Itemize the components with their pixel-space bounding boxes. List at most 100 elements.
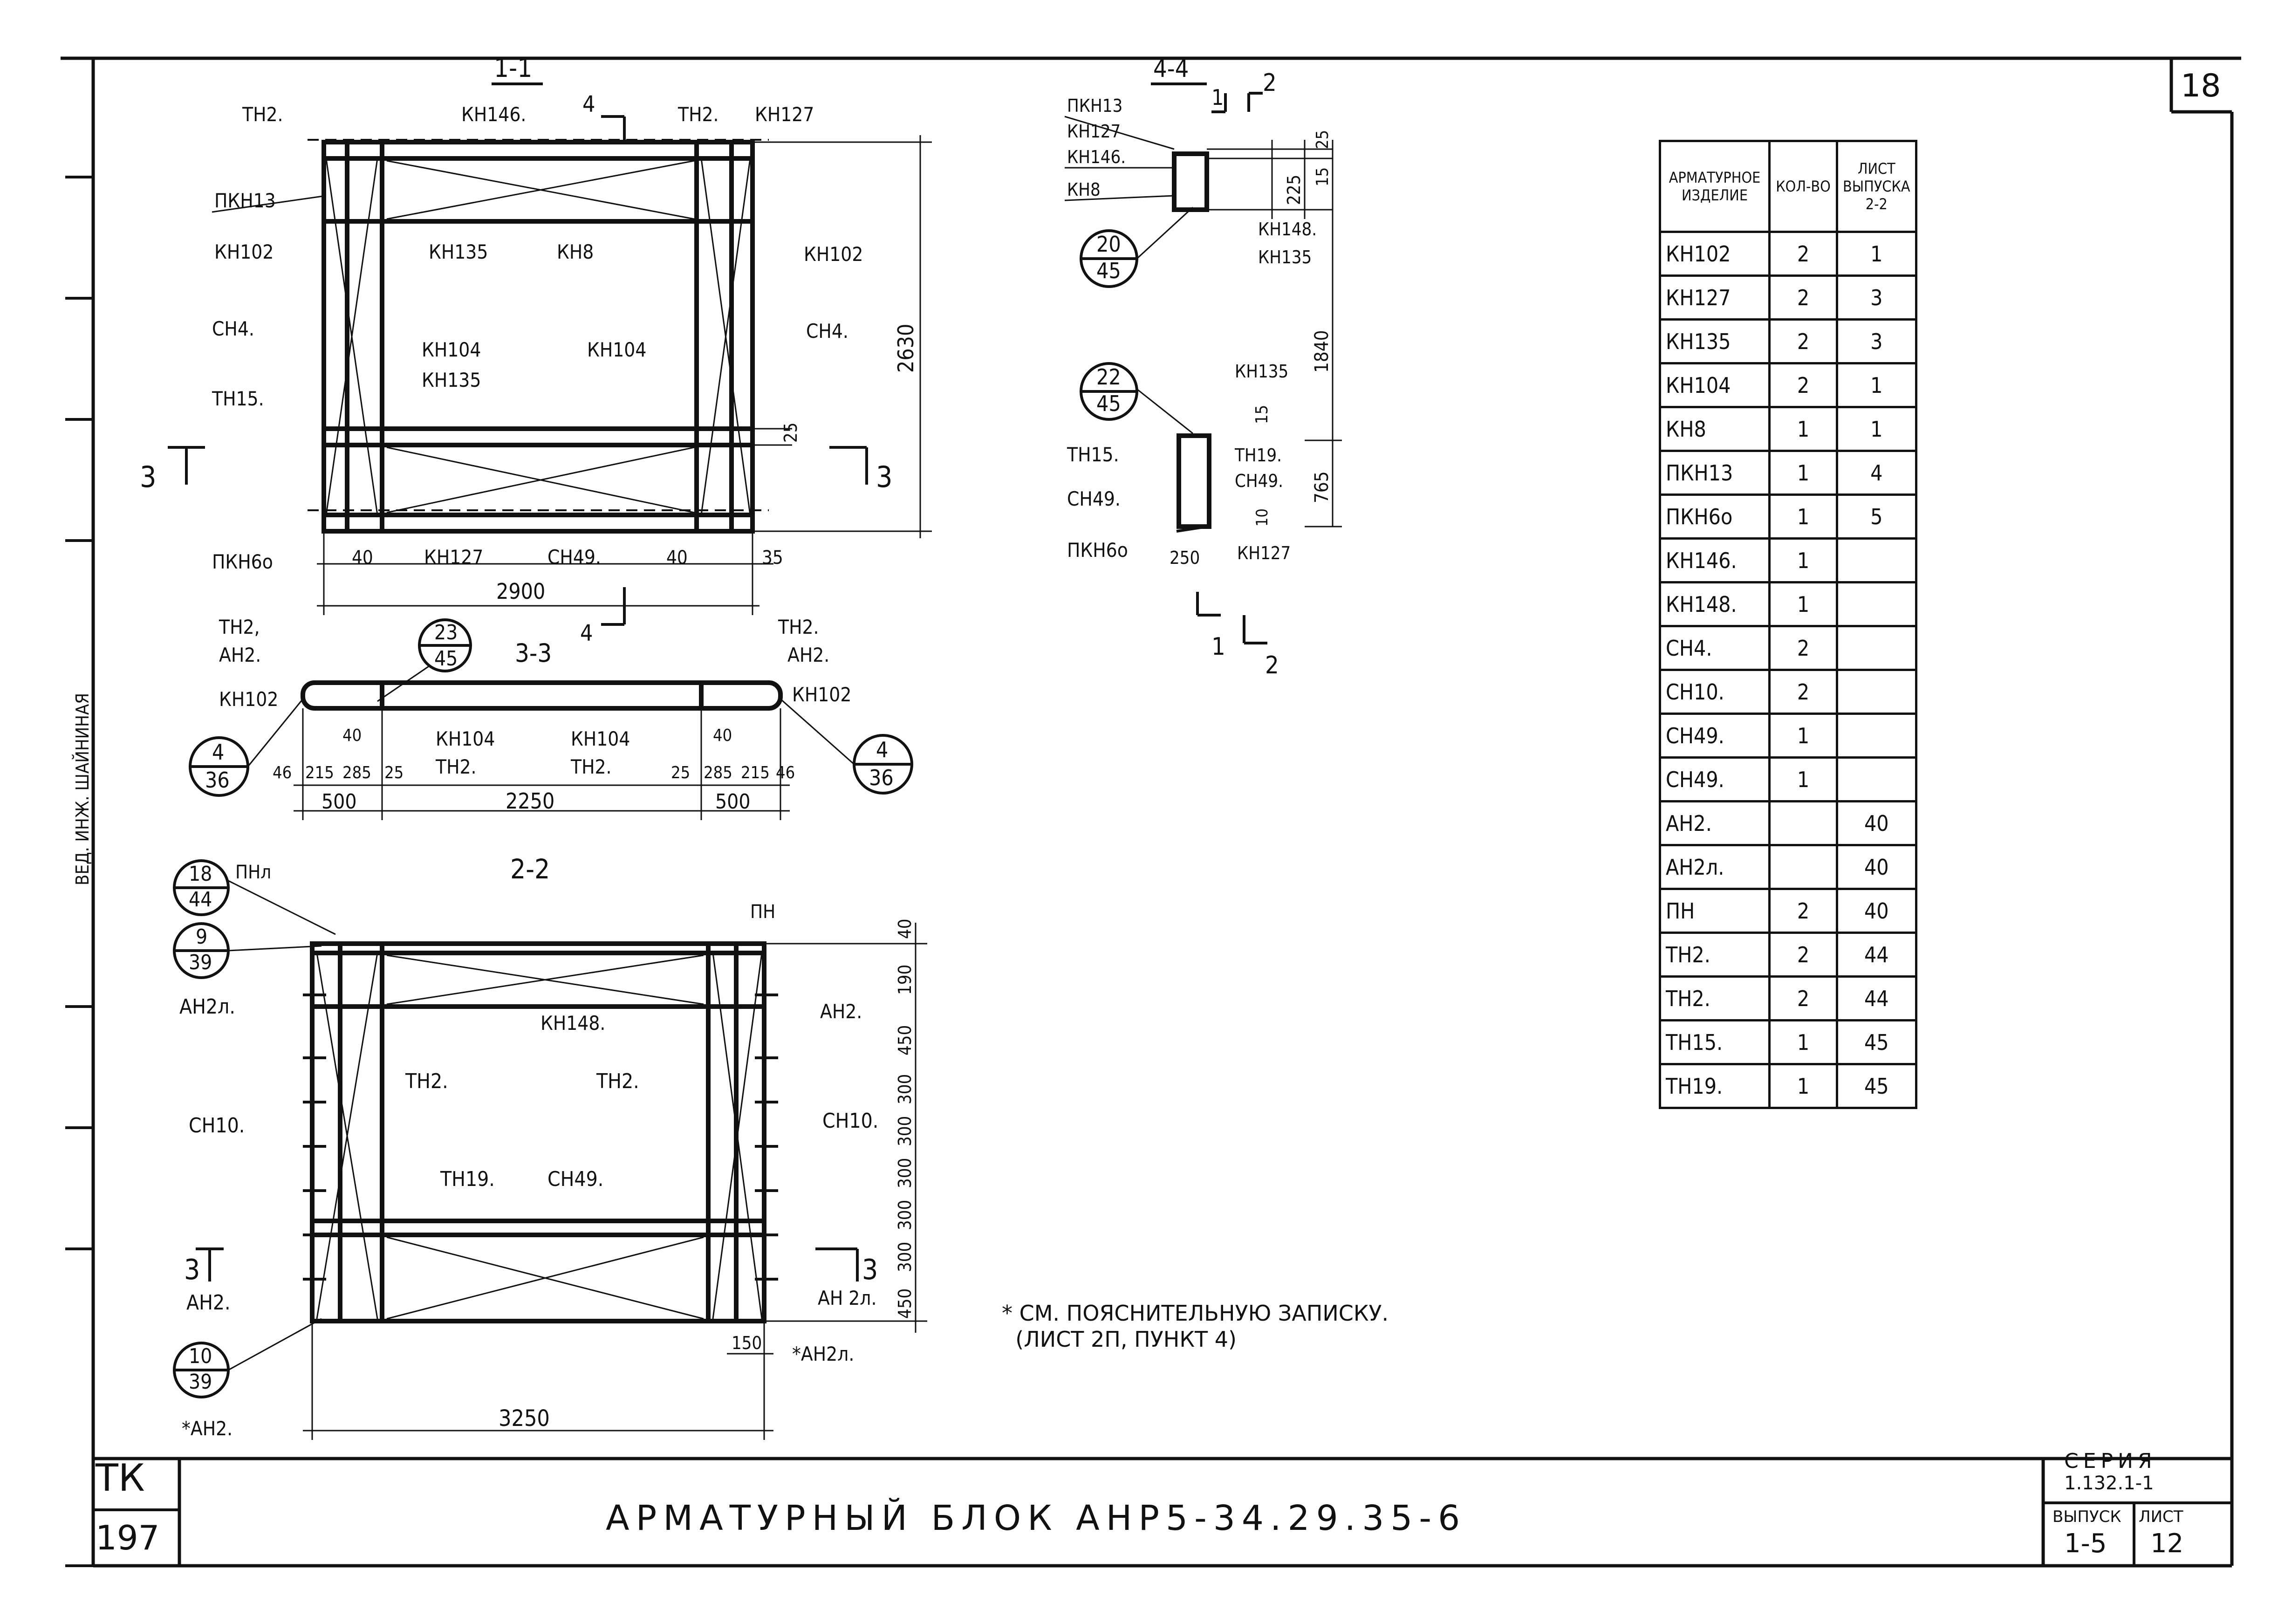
bubble-10: 10 [189,1344,212,1368]
bubble-20: 20 [1096,232,1121,257]
spec-cell-sheet [1836,713,1917,759]
dim-25: 25 [780,423,801,443]
section-4-4: 4-4 1 2 1 2 20 45 22 [1064,55,1342,679]
spec-cell-sheet: 44 [1836,975,1917,1021]
title-block-code-number: 197 [96,1518,160,1557]
spec-cell-item: СН49. [1659,713,1771,759]
dim-25-l: 25 [384,763,404,782]
section-3-3-title: 3-3 [515,638,552,668]
dim-25-44: 25 [1313,130,1332,149]
specification-table: АРМАТУРНОЕ ИЗДЕЛИЕ КОЛ-ВО ЛИСТ ВЫПУСКА 2… [1659,140,1917,1109]
spec-cell-item: КН127 [1659,274,1771,321]
spec-cell-sheet [1836,625,1917,671]
spec-cell-qty: 2 [1768,975,1838,1021]
spec-header-sheet: ЛИСТ ВЫПУСКА 2-2 [1836,140,1917,233]
series-number: 1.132.1-1 [2064,1473,2154,1494]
dim-500-l: 500 [322,790,357,814]
sheet-value: 12 [2150,1528,2184,1559]
spec-cell-item: ПКН6о [1659,493,1771,540]
spec-cell-qty: 2 [1768,362,1838,408]
dim-40-b: 40 [666,547,688,569]
dim-2250: 2250 [506,788,554,814]
label-tn2-l2: ТН2. [435,755,477,778]
cut-4-top: 4 [582,91,595,117]
dim-215-l: 215 [305,763,334,782]
label-kn135-44a: КН135 [1258,247,1312,267]
spec-cell-qty: 1 [1768,493,1838,540]
spec-cell-qty: 2 [1768,231,1838,277]
label-kn146-44: КН146. [1067,147,1126,167]
label-sn49: СН49. [547,546,601,569]
label-an2-l: АН2. [219,644,261,666]
dim-300-c: 300 [895,1158,915,1188]
label-kn127-44b: КН127 [1237,543,1291,563]
dim-40-r: 40 [713,726,732,745]
label-kn104-r: КН104 [571,727,630,750]
spec-cell-qty: 1 [1768,537,1838,583]
label-sn49-44a: СН49. [1235,471,1283,491]
dim-46-r: 46 [776,763,795,782]
dim-225-44: 225 [1284,175,1304,205]
spec-cell-qty: 2 [1768,669,1838,715]
spec-row: КН146.1 [1659,537,1917,583]
label-kn127-top: КН127 [755,103,814,126]
spec-cell-item: КН135 [1659,318,1771,364]
spec-cell-sheet [1836,669,1917,715]
label-pkn60-44: ПКН6о [1067,539,1128,562]
bubble-39-b: 39 [189,1370,212,1394]
spec-cell-item: КН148. [1659,581,1771,627]
spec-cell-qty: 2 [1768,932,1838,978]
sheet-number: 18 [2181,68,2221,104]
label-an2-r: АН2. [820,1000,862,1023]
label-kn135-a: КН135 [429,240,488,263]
label-kn135-44b: КН135 [1235,361,1288,382]
bubble-36-right: 36 [869,765,894,790]
spec-cell-qty: 1 [1768,713,1838,759]
label-sn49-44b: СН49. [1067,487,1121,510]
dim-15a-44: 15 [1313,167,1332,186]
label-kn104-l: КН104 [436,727,495,750]
label-kn8-44: КН8 [1067,179,1101,200]
spec-header-row: АРМАТУРНОЕ ИЗДЕЛИЕ КОЛ-ВО ЛИСТ ВЫПУСКА 2… [1659,140,1917,233]
label-kn102-r: КН102 [792,683,851,706]
bubble-45-a: 45 [1096,258,1121,283]
spec-row: АН2л.40 [1659,844,1917,890]
label-kn104-left: КН104 [422,338,481,361]
spec-cell-sheet: 3 [1836,318,1917,364]
spec-cell-item: ПН [1659,888,1771,934]
dim-15b-44: 15 [1252,405,1272,424]
label-an2l-r: АН 2л. [818,1287,876,1309]
section-1-1-title: 1-1 [494,53,532,83]
label-an2l-l: АН2л. [179,995,235,1019]
label-tn15: ТН15. [212,387,264,410]
bubble-9: 9 [196,925,207,949]
label-tn19-44: ТН19. [1234,445,1282,466]
spec-cell-qty: 2 [1768,274,1838,321]
spec-row: СН49.1 [1659,713,1917,759]
bubble-18: 18 [189,862,212,886]
bubble-4-left: 4 [212,740,224,765]
issue-value: 1-5 [2064,1528,2107,1559]
label-kn127-bottom: КН127 [424,546,483,569]
issue-label: ВЫПУСК [2052,1508,2121,1526]
sheet-label: ЛИСТ [2139,1508,2183,1526]
spec-cell-item: ТН15. [1659,1019,1771,1065]
label-tn2-l: ТН2, [219,616,260,638]
label-kn148-44: КН148. [1258,219,1317,240]
cut-2-bottom: 2 [1265,651,1279,679]
spec-cell-qty: 2 [1768,888,1838,934]
spec-cell-item: ТН19. [1659,1063,1771,1109]
dim-35: 35 [762,547,783,569]
dim-1840: 1840 [1311,330,1333,373]
label-an2-r: АН2. [787,644,829,666]
dim-285-r: 285 [704,763,732,782]
side-stamp: ВЕД. ИНЖ. ШАЙНИНАЯ [72,693,93,885]
label-pkn60: ПКН6о [212,550,273,573]
dim-40-l: 40 [342,726,362,745]
cut-1-top: 1 [1211,85,1224,110]
dim-150: 150 [732,1333,762,1353]
label-tn2-right: ТН2. [677,103,719,126]
